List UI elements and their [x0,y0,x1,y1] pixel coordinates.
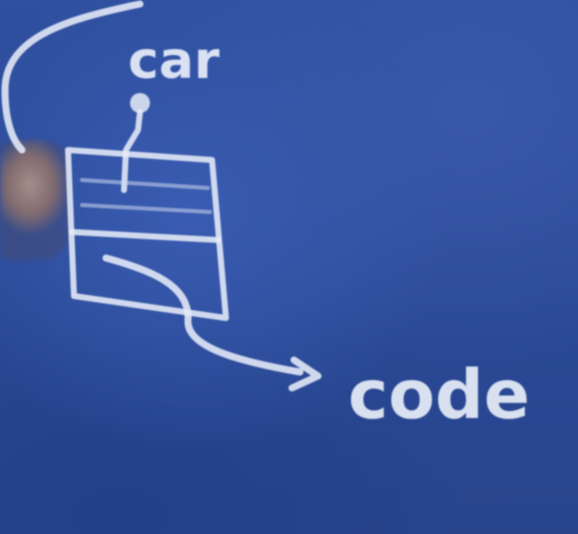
chalk-arc [1,0,144,154]
pointer-dot [130,93,150,113]
pointer-line [121,109,143,193]
label-car: car [128,31,220,91]
cell-hatch [80,178,212,214]
hand [0,140,70,260]
label-code: code [348,356,530,435]
arrow-to-code [102,254,304,376]
cell-box [65,147,229,321]
cell-divider [69,229,221,243]
arrowhead [288,356,322,392]
